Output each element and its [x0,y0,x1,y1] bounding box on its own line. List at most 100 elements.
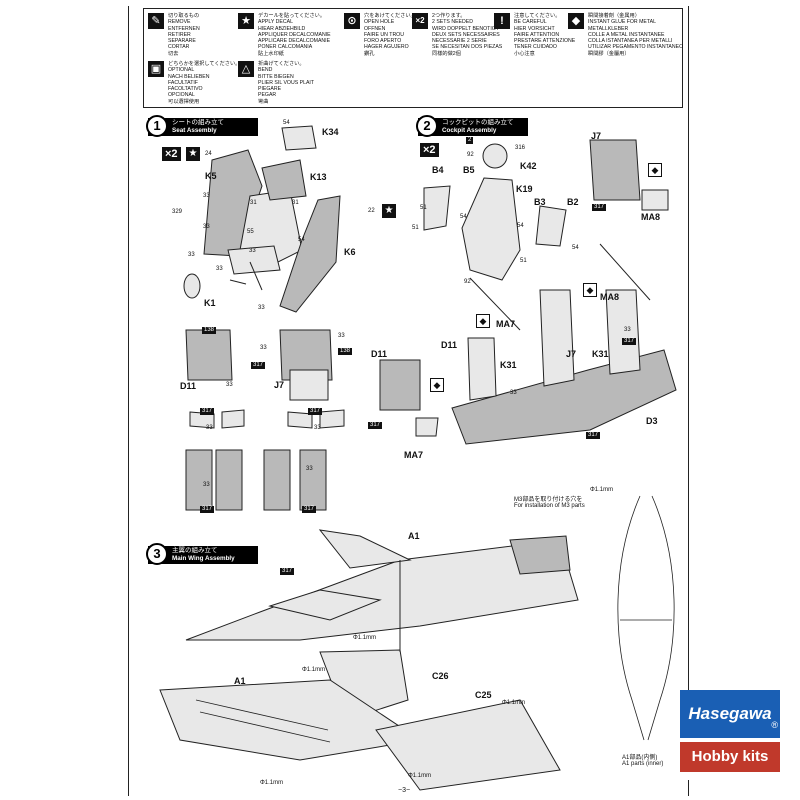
step-3-header: 3 主翼の組み立て Main Wing Assembly [146,543,258,565]
metal-glue-icon: ◆ [648,163,662,177]
step-1-number: 1 [146,115,168,137]
part-label: K5 [205,171,217,181]
paint-code: 138 [202,327,217,334]
a1-parts-note-en: A1 parts (inner) [622,761,664,767]
hole-size-note: Φ1.1mm [590,487,614,493]
metal-glue-icon: ◆ [476,314,490,328]
paint-code: 33 [216,266,223,272]
page-number: −3− [398,787,411,794]
paint-code: 33 [258,305,265,311]
part-label: K1 [204,298,216,308]
paint-code: 317 [308,408,323,415]
legend-text: 瞬間接着剤（金属用） INSTANT GLUE FOR METAL METALL… [588,13,684,57]
part-label: B5 [463,165,475,175]
part-label: C26 [432,671,449,681]
optional-icon: ▣ [148,61,164,77]
paint-code: 33 [188,252,195,258]
legend-text: 注意してください。 BE CAREFUL HIER VORSICHT FAIRE… [514,13,576,57]
paint-code: 92 [467,152,474,158]
paint-code: 54 [460,214,467,220]
part-label: K6 [344,247,356,257]
margin-line-right [688,6,690,796]
metal-glue-icon: ◆ [583,283,597,297]
part-label: B3 [534,197,546,207]
part-label: D11 [441,340,458,350]
legend-box: ✎ 切り取るもの REMOVE ENTFERNEN RETIRER SEPARA… [143,8,683,108]
cockpit-assembly-drawing [379,139,677,445]
part-label: K13 [310,172,327,182]
margin-line-left [128,6,130,796]
part-label: K34 [322,127,339,137]
step-2-title-en: Cockpit Assembly [442,127,497,134]
paint-code: 51 [420,205,427,211]
legend-text: どちらかを選択してください。 OPTIONAL NACH BELIEBEN FA… [168,61,241,105]
paint-code: 33 [314,425,321,431]
m3-note-en: For installation of M3 parts [514,503,585,509]
metal-glue-icon: ◆ [430,378,444,392]
bend-icon: △ [238,61,254,77]
step-3-title-en: Main Wing Assembly [172,555,235,562]
seat-assembly-drawing [183,125,345,511]
caution-icon: ! [494,13,510,29]
step-2-title-jp: コックピットの組み立て [442,119,514,126]
paint-code: 33 [226,382,233,388]
m3-note-jp: M3部品を取り付ける穴を [514,497,583,503]
paint-code: 33 [206,425,213,431]
a1-inner-view [617,495,675,741]
legend-text: 穴をあけてください。 OPEN HOLE OFFNEN FAIRE UN TRO… [364,13,416,57]
brand-tagline: Hobby kits [680,742,780,772]
decal-star-icon: ★ [186,147,200,161]
paint-code: 54 [517,223,524,229]
paint-code: 24 [205,151,212,157]
part-label: D11 [180,381,197,391]
legend-text: 切り取るもの REMOVE ENTFERNEN RETIRER SEPARARE… [168,13,200,57]
part-label: MA8 [600,292,620,302]
part-label: MA8 [641,212,661,222]
part-label: C25 [475,690,492,700]
paint-code: 33 [306,466,313,472]
paint-code: 54 [283,120,290,126]
step-3-number: 3 [146,543,168,565]
part-label: A1 [234,676,246,686]
drill-hole-icon: ⊙ [344,13,360,29]
legend-text: デカールを貼ってください。 APPLY DECAL HIEAR ABZIEHBI… [258,13,331,57]
paint-code: 51 [520,258,527,264]
metal-glue-icon: ◆ [568,13,584,29]
part-label: K19 [516,184,533,194]
decal-star-icon: ★ [382,204,396,218]
paint-code: 54 [572,245,579,251]
step-2-number: 2 [416,115,438,137]
paint-code: 317 [368,422,383,429]
paint-code: 33 [203,193,210,199]
paint-code: 92 [464,279,471,285]
step-2-header: 2 コックピットの組み立て Cockpit Assembly [416,115,528,137]
x2-mark: ×2 [162,147,181,161]
paint-code: 33 [624,327,631,333]
paint-code: 317 [592,204,607,211]
step-1-header: 1 シートの組み立て Seat Assembly [146,115,258,137]
paint-code: 33 [203,224,210,230]
paint-code: 22 [368,208,375,214]
paint-code: 317 [622,338,637,345]
part-label: A1 [408,531,420,541]
part-label: B4 [432,165,444,175]
x2-icon: ×2 [412,13,428,29]
registered-mark: ® [771,720,778,730]
hasegawa-logo: Hasegawa ® Hobby kits [680,690,780,780]
paint-code: 33 [260,345,267,351]
part-label: J7 [566,349,577,359]
step-1-title-jp: シートの組み立て [172,119,224,126]
wing-assembly-drawing [159,529,579,791]
step-1-title-en: Seat Assembly [172,127,217,134]
paint-code: 54 [298,237,305,243]
part-label: B2 [567,197,579,207]
decal-star-icon: ★ [238,13,254,29]
x2-mark: ×2 [420,143,439,157]
hole-size-note: Φ1.1mm [302,667,326,673]
part-label: J7 [591,131,602,141]
hole-size-note: Φ1.1mm [502,700,526,706]
paint-code: 317 [251,362,266,369]
paint-code: 317 [302,506,317,513]
paint-code: 138 [338,348,353,355]
